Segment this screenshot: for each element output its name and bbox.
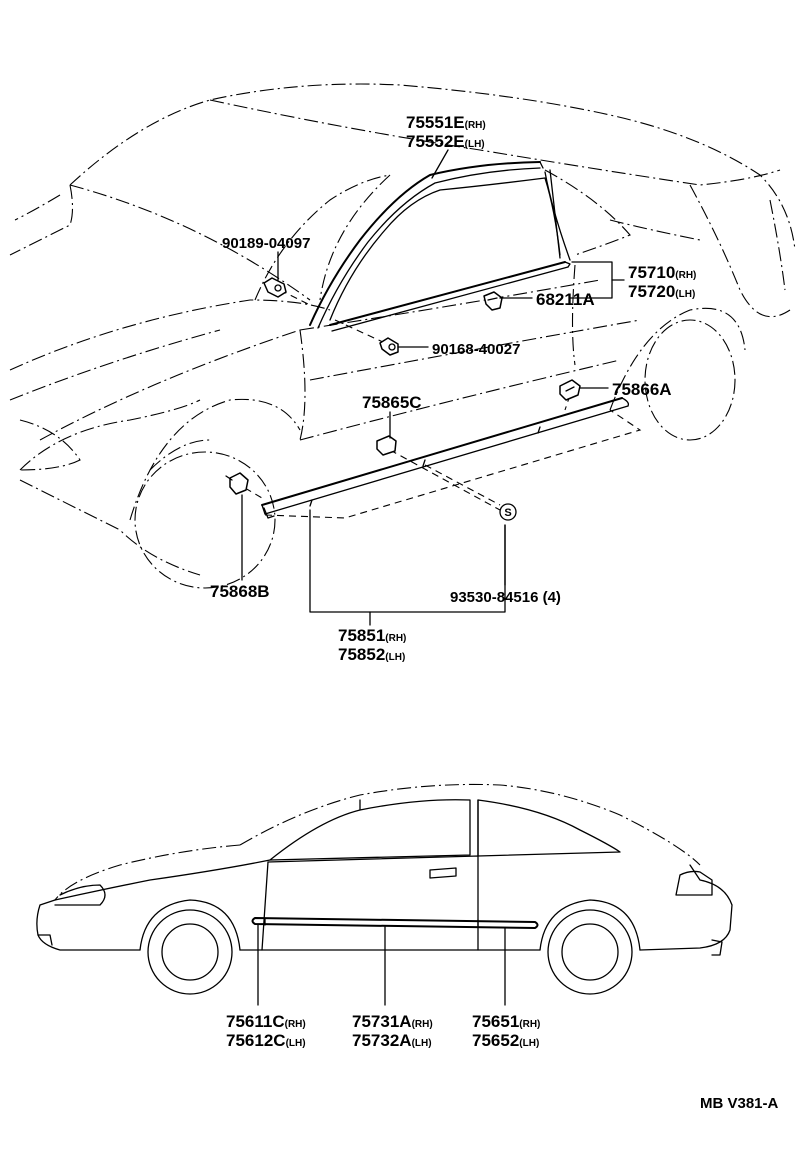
label-75611c: 75611C(RH)	[226, 1012, 306, 1031]
rocker-moulding	[261, 397, 630, 519]
label-75720: 75720(LH)	[628, 282, 695, 301]
bolt-90189-icon	[263, 277, 287, 298]
label-90168-40027: 90168-40027	[432, 341, 520, 358]
clip-75868b-icon	[225, 472, 249, 495]
label-75652: 75652(LH)	[472, 1031, 539, 1050]
lower-car-side-view	[36, 783, 733, 995]
s-symbol: S	[504, 507, 511, 519]
label-75865c: 75865C	[362, 393, 422, 412]
label-75651: 75651(RH)	[472, 1012, 540, 1031]
label-75731a: 75731A(RH)	[352, 1012, 433, 1031]
label-75612c: 75612C(LH)	[226, 1031, 306, 1050]
belt-moulding	[329, 261, 571, 332]
label-90189-04097: 90189-04097	[222, 235, 310, 252]
side-mouldings	[251, 917, 539, 929]
label-75868b: 75868B	[210, 582, 270, 601]
label-93530-84516: 93530-84516 (4)	[450, 589, 561, 606]
label-75852: 75852(LH)	[338, 645, 405, 664]
bolt-90168-icon	[379, 337, 399, 356]
label-75851: 75851(RH)	[338, 626, 406, 645]
label-75710: 75710(RH)	[628, 263, 696, 282]
label-75732a: 75732A(LH)	[352, 1031, 432, 1050]
clip-75865c-icon	[376, 435, 397, 456]
diagram-code: MB V381-A	[700, 1095, 779, 1112]
clip-75866a-icon	[559, 379, 581, 401]
s-symbol-icon: S	[499, 503, 517, 521]
label-75866a: 75866A	[612, 380, 672, 399]
clip-68211a-icon	[483, 291, 503, 311]
label-75551e: 75551E(RH)	[406, 113, 486, 132]
upper-car-body	[9, 83, 796, 589]
roof-drip-moulding	[309, 161, 571, 329]
upper-leader-lines	[241, 149, 625, 626]
label-68211a: 68211A	[536, 290, 595, 309]
label-75552e: 75552E(LH)	[406, 132, 485, 151]
lower-leader-lines	[257, 924, 506, 1006]
